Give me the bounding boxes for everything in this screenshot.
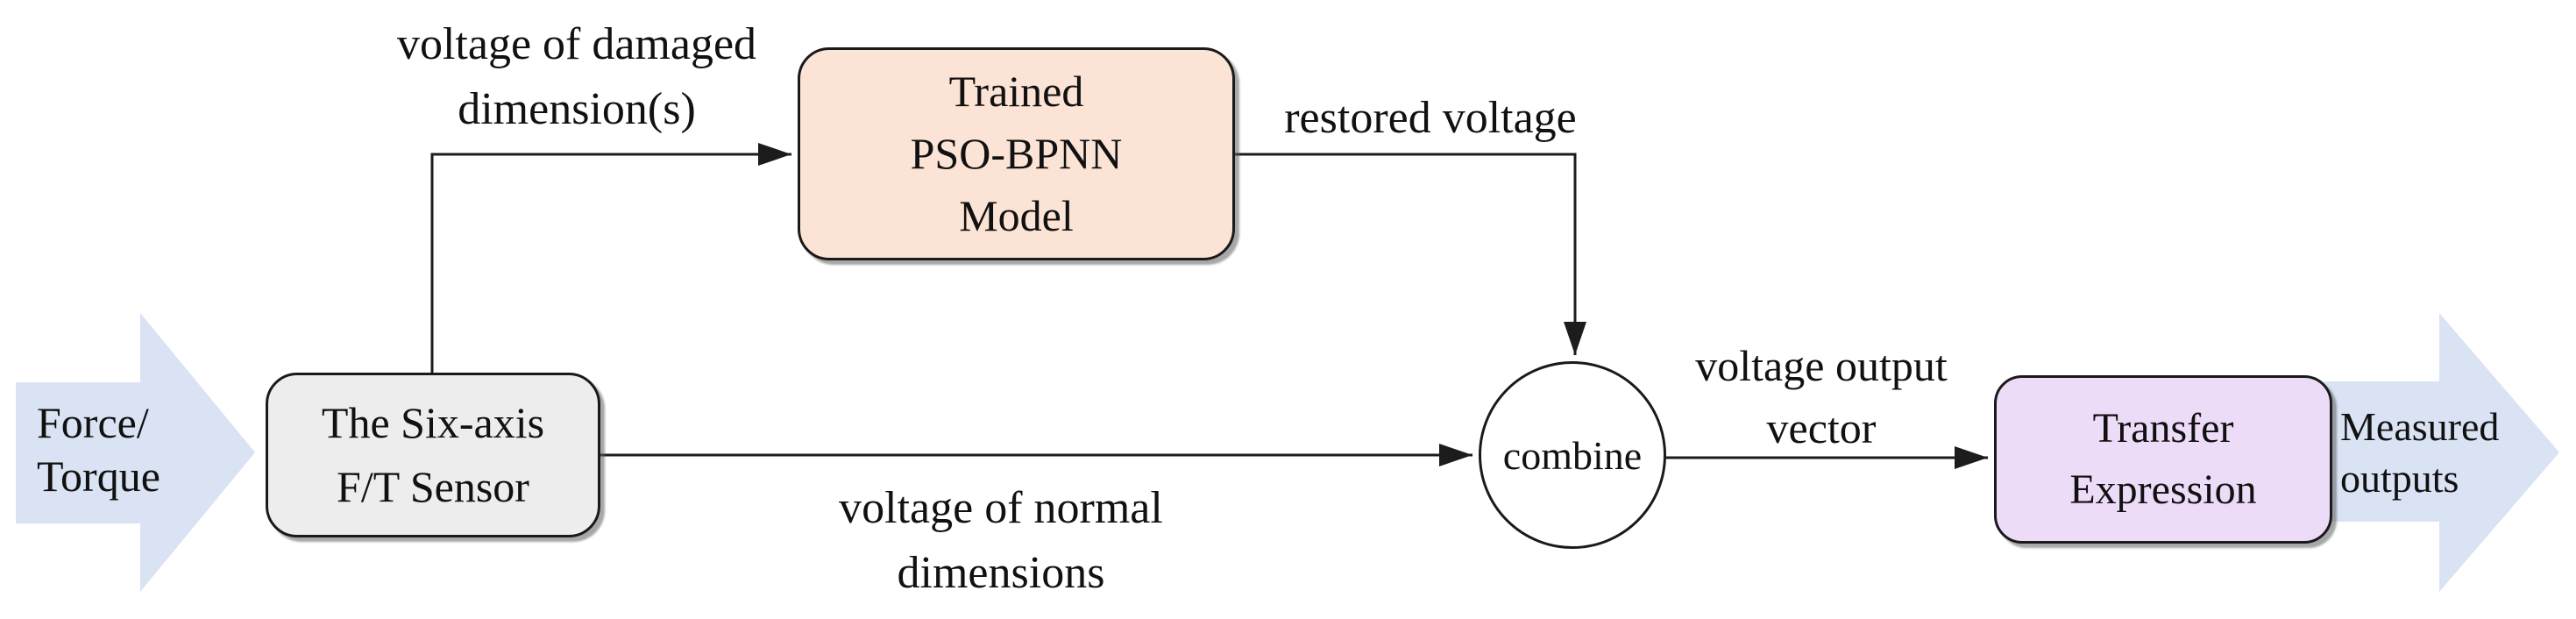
transfer-expression-node: Transfer Expression <box>1994 375 2332 544</box>
input-flow-label: Force/ Torque <box>37 398 160 501</box>
combine-node: combine <box>1479 361 1666 549</box>
edge-sensor-to-model <box>430 143 791 373</box>
edge-label-output-vector: voltage output vector <box>1695 341 1948 452</box>
edge-label-normal-voltage: voltage of normal dimensions <box>839 483 1163 598</box>
output-flow-arrow-icon <box>2323 313 2559 592</box>
sensor-node: The Six-axis F/T Sensor <box>266 373 600 537</box>
input-flow-arrow-icon <box>16 313 255 592</box>
edge-label-damaged-voltage: voltage of damaged dimension(s) <box>396 19 757 134</box>
edge-label-restored-voltage: restored voltage <box>1284 93 1577 143</box>
pso-bpnn-model-node: Trained PSO-BPNN Model <box>798 47 1235 260</box>
output-flow-label: Measured outputs <box>2340 404 2500 501</box>
edge-model-to-combine <box>1235 153 1586 355</box>
